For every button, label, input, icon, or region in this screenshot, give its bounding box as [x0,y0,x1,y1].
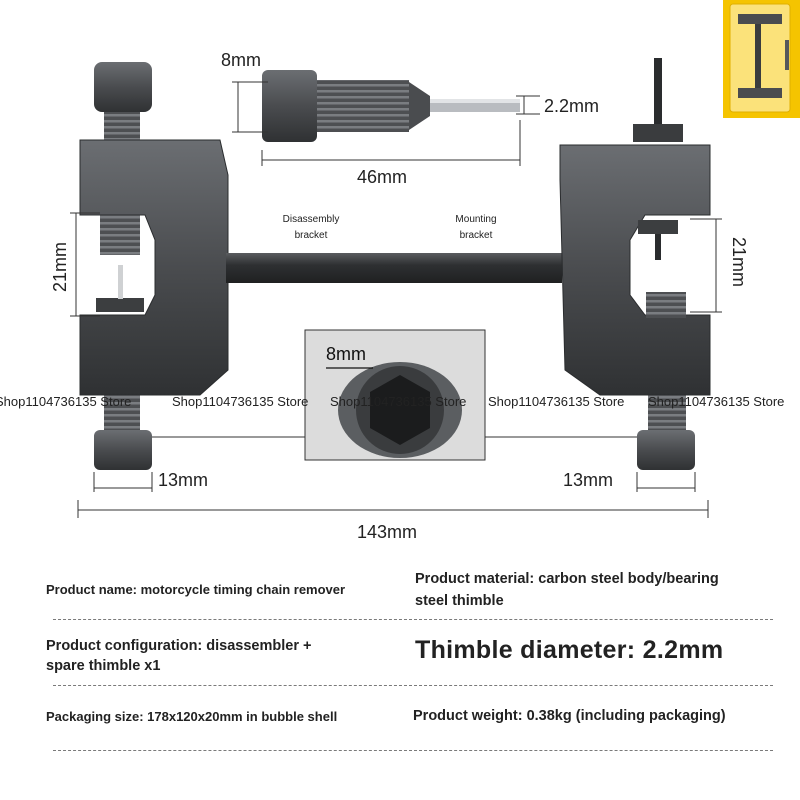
bolt-dimension-lines [77,436,709,518]
watermark-3: Shop1104736135 Store [330,394,466,409]
mounting-label-line2: bracket [460,230,493,241]
watermark-4: Shop1104736135 Store [488,394,624,409]
specifications-table: Product name: motorcycle timing chain re… [0,560,800,800]
pin-length-dimension: 46mm [357,167,407,187]
gap-dimension-lines [70,212,722,317]
watermark-5: Shop1104736135 Store [648,394,784,409]
left-bolt-dimension: 13mm [158,470,208,490]
separator-3 [53,750,773,751]
spec-configuration-line2: spare thimble x1 [46,658,161,674]
disassembly-label-line1: Disassembly [283,214,340,225]
connecting-rod [226,253,562,283]
watermark-2: Shop1104736135 Store [172,394,308,409]
spec-configuration-line1: Product configuration: disassembler + [46,638,312,654]
socket-inset [304,329,486,461]
mounting-bracket-body [559,58,711,470]
package-thumbnail [723,0,800,118]
thimble-pin [262,70,520,142]
pin-dimension-lines [232,81,540,166]
watermark-1: Shop1104736135 Store [0,394,131,409]
total-length-dimension: 143mm [357,522,417,542]
right-gap-dimension: 21mm [729,237,749,287]
thimble-dimension: 2.2mm [544,96,599,116]
spec-packaging-size: Packaging size: 178x120x20mm in bubble s… [46,709,338,724]
right-bolt-dimension: 13mm [563,470,613,490]
disassembly-label-line2: bracket [295,230,328,241]
spec-product-name: Product name: motorcycle timing chain re… [46,582,346,597]
spec-material-line1: Product material: carbon steel body/bear… [415,571,719,587]
spec-thimble-diameter: Thimble diameter: 2.2mm [415,636,724,664]
pin-body-dimension: 8mm [221,50,261,70]
left-gap-dimension: 21mm [50,242,70,292]
mounting-label-line1: Mounting [455,214,496,225]
spec-material-line2: steel thimble [415,593,504,609]
separator-1 [53,619,773,620]
socket-dimension: 8mm [326,344,366,364]
product-illustration: Shop1104736135 Store Shop1104736135 Stor… [0,0,800,542]
disassembly-bracket-body [79,62,229,470]
separator-2 [53,685,773,686]
spec-weight: Product weight: 0.38kg (including packag… [413,708,726,724]
